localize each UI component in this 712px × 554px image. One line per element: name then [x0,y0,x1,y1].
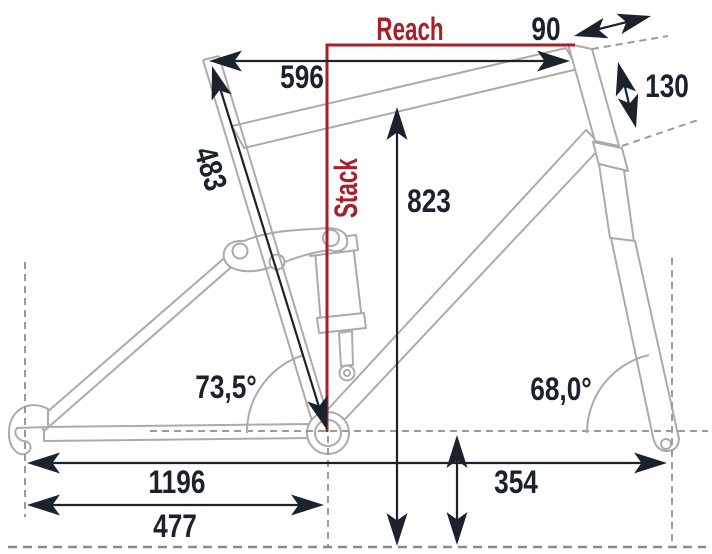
dim-head-tube-value: 130 [645,70,689,105]
head-tube-bottom-extension [621,118,702,147]
angle-arcs [245,354,650,434]
reach-stack-lines [325,43,575,432]
dim-axle-height-value: 354 [494,466,538,501]
rocker-pivot-right [322,229,340,247]
shock-shaft [338,330,354,367]
head-tube-top-extension [591,35,669,50]
chainstay-tube [43,423,315,442]
dim-standover-value: 823 [407,185,451,220]
arrowheads [27,13,667,546]
fork-lower-leg [610,237,680,452]
head-tube [567,43,620,147]
labels: Reach Stack 596 483 823 90 130 1196 477 … [149,11,689,545]
rear-shock [307,234,367,382]
seat-tube [202,55,332,432]
dim-rear-center-value: 477 [153,510,197,545]
dim-wheelbase-value: 1196 [149,466,206,501]
dim-seat-tube-line [213,71,326,424]
head-tube-angle-value: 68,0° [530,373,592,408]
rocker-body [222,227,349,273]
shock-body [314,243,363,326]
reach-label: Reach [376,11,443,47]
head-angle-arc [586,354,650,434]
shock-eyelet-inner [343,369,351,377]
seat-tube-angle-value: 73,5° [195,371,257,406]
guide-lines [8,35,708,549]
shock-bottom-cap [316,312,367,334]
rear-dropout [7,404,49,456]
dim-stem-value: 90 [531,13,560,48]
frame-outline [7,43,680,456]
fork-upper-leg [598,163,635,243]
front-axle [660,438,672,450]
seat-angle-arc [245,354,305,434]
rocker-pivot-left [231,242,249,260]
dim-seat-tube-value: 483 [187,143,233,195]
dim-top-tube-value: 596 [280,61,324,96]
stack-label: Stack [328,158,364,218]
rocker-link [222,227,349,273]
